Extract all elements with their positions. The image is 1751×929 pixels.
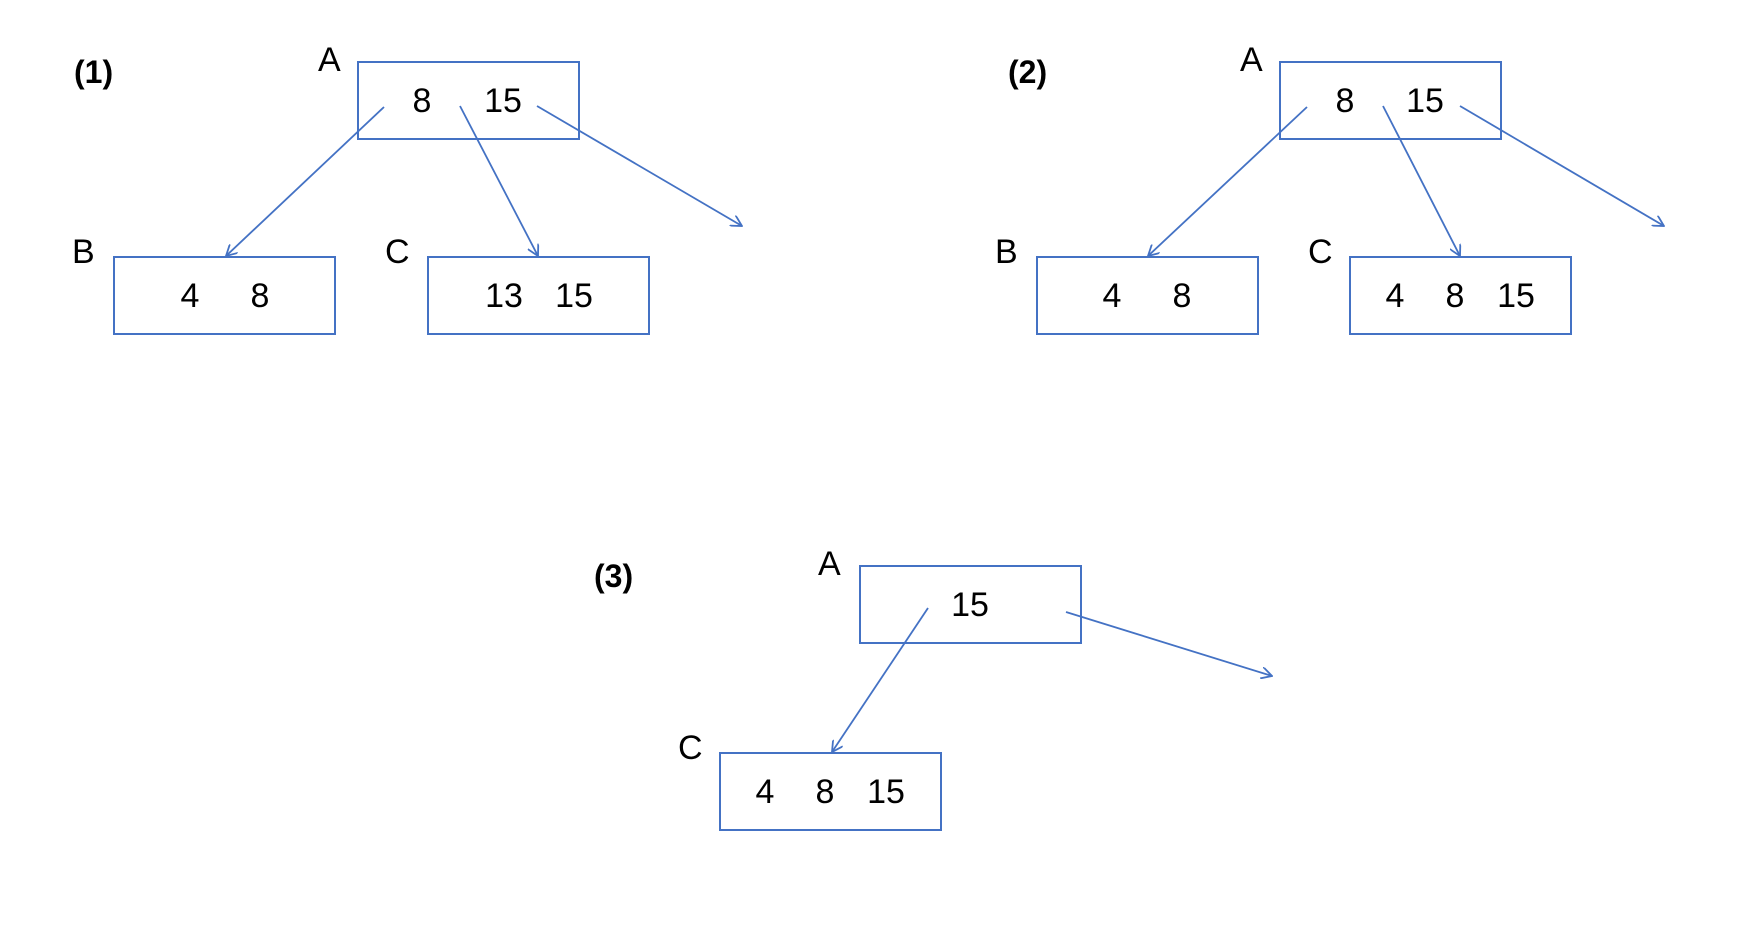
panel-label: (1): [74, 54, 113, 90]
edge-a-to-c: [1382, 105, 1460, 256]
node-label-b: B: [72, 233, 95, 271]
edge-a-to-b: [226, 106, 385, 256]
panel-2: (2) A 8 15 B 4 8 C 4 8 15: [995, 41, 1664, 335]
node-a-key: 8: [1336, 82, 1355, 120]
node-a-box: [859, 565, 1082, 644]
node-c-box: [427, 256, 650, 335]
node-c-key: 8: [1446, 277, 1465, 315]
node-a-box: [1279, 61, 1502, 140]
node-c-key: 4: [1386, 277, 1405, 315]
node-label-c: C: [678, 729, 703, 767]
node-b-box: [113, 256, 336, 335]
edge-a-to-next: [1065, 611, 1272, 676]
node-a-key: 15: [951, 586, 989, 624]
panel-1: (1) A 8 15 B 4 8 C 13 15: [72, 41, 742, 335]
edge-a-to-next: [536, 105, 742, 226]
node-a-key: 15: [1406, 82, 1444, 120]
node-label-c: C: [1308, 233, 1333, 271]
edge-a-to-c: [832, 607, 929, 752]
node-label-a: A: [818, 545, 841, 583]
node-c-box: [719, 752, 942, 831]
node-c-key: 4: [756, 773, 775, 811]
node-a-key: 8: [413, 82, 432, 120]
node-b-box: [1036, 256, 1259, 335]
panel-label: (3): [594, 558, 633, 594]
edge-a-to-next: [1459, 105, 1664, 226]
node-b-key: 8: [1173, 277, 1192, 315]
node-label-a: A: [318, 41, 341, 79]
edge-a-to-b: [1148, 106, 1308, 256]
node-label-c: C: [385, 233, 410, 271]
node-label-a: A: [1240, 41, 1263, 79]
panel-label: (2): [1008, 54, 1047, 90]
node-c-key: 15: [1497, 277, 1535, 315]
node-b-key: 4: [181, 277, 200, 315]
node-c-key: 8: [816, 773, 835, 811]
node-a-key: 15: [484, 82, 522, 120]
node-a-box: [357, 61, 580, 140]
node-c-key: 13: [485, 277, 523, 315]
edge-a-to-c: [459, 105, 538, 256]
node-c-box: [1349, 256, 1572, 335]
node-b-key: 8: [251, 277, 270, 315]
panel-3: (3) A 15 C 4 8 15: [594, 545, 1272, 831]
node-c-key: 15: [867, 773, 905, 811]
node-c-key: 15: [555, 277, 593, 315]
node-b-key: 4: [1103, 277, 1122, 315]
node-label-b: B: [995, 233, 1018, 271]
